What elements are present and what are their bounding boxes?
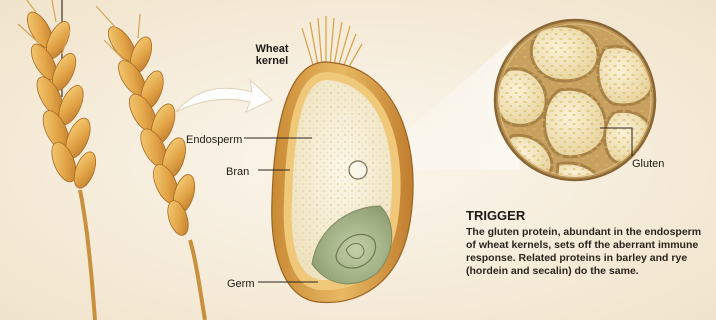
label-kernel: kernel [250,55,294,67]
trigger-heading: TRIGGER [466,208,525,223]
magnifier-marker [349,161,367,179]
label-bran: Bran [226,166,249,178]
trigger-description: The gluten protein, abundant in the endo… [466,226,702,278]
label-germ: Germ [227,278,255,290]
label-gluten: Gluten [632,158,664,170]
label-wheat-kernel: Wheat kernel [250,43,294,67]
label-wheat: Wheat [250,43,294,55]
label-endosperm: Endosperm [186,134,242,146]
